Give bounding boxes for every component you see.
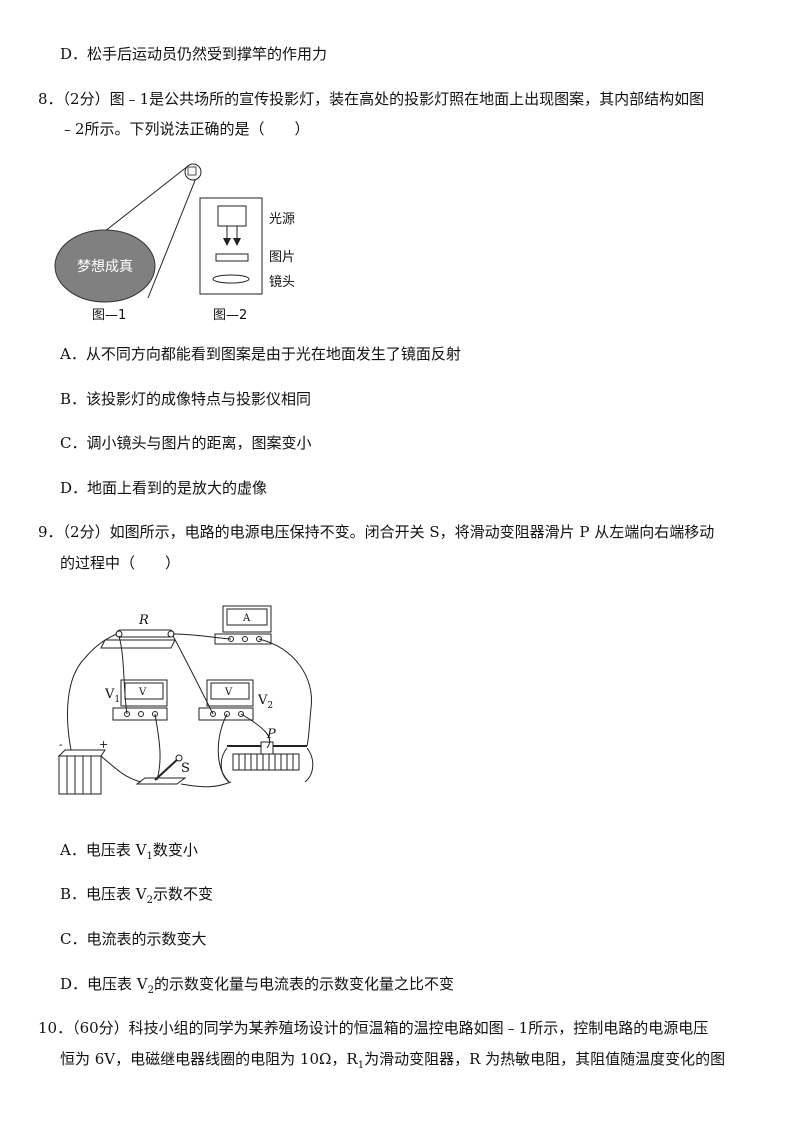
label-picture: 图片: [269, 250, 295, 265]
q8-figure: 梦想成真 光源 图片 镜头 图—1 图—2: [54, 163, 295, 323]
projected-pattern: [54, 229, 156, 303]
q9-option-b[interactable]: B．电压表 V2示数不变: [60, 885, 214, 906]
q10-stem-line2: 恒为 6V，电磁继电器线圈的电阻为 10Ω，R1为滑动变阻器，R 为热敏电阻，其…: [60, 1050, 726, 1071]
rheostat: [232, 753, 300, 771]
q8-option-c[interactable]: C．调小镜头与图片的距离，图案变小: [60, 434, 312, 452]
picture-slide: [215, 253, 249, 262]
q8-option-d[interactable]: D．地面上看到的是放大的虚像: [60, 479, 268, 497]
label-s: S: [181, 761, 190, 776]
caption-fig2: 图—2: [213, 308, 247, 323]
q9-option-a[interactable]: A．电压表 V1数变小: [60, 841, 198, 862]
wire-5: [118, 635, 128, 715]
label-r: R: [138, 613, 149, 628]
q10-stem-line1: 10．（60分）科技小组的同学为某养殖场设计的恒温箱的温控电路如图﹣1所示，控制…: [38, 1019, 709, 1037]
label-lens: 镜头: [269, 275, 295, 290]
wire-2: [172, 633, 232, 640]
wire-8: [154, 713, 161, 781]
q9-option-d[interactable]: D．电压表 V2的示数变化量与电流表的示数变化量之比不变: [60, 975, 455, 996]
lens: [212, 274, 250, 284]
pattern-text: 梦想成真: [77, 259, 133, 275]
switch-s: [135, 777, 187, 785]
q9-stem-line2: 的过程中（ ）: [60, 554, 181, 572]
label-v1-face: V: [138, 687, 147, 698]
battery: [58, 755, 102, 795]
q8-stem-line2: ﹣2所示。下列说法正确的是（ ）: [60, 120, 310, 138]
wire-1: [67, 633, 118, 751]
label-minus: -: [59, 738, 63, 751]
label-light-source: 光源: [269, 212, 295, 227]
wire-3: [258, 638, 313, 747]
q8-option-a[interactable]: A．从不同方向都能看到图案是由于光在地面发生了镜面反射: [60, 345, 461, 363]
label-v2: V2: [257, 693, 273, 711]
label-p: P: [266, 727, 276, 742]
light-source: [217, 205, 247, 227]
q8-stem-line1: 8．（2分）图﹣1是公共场所的宣传投影灯，装在高处的投影灯照在地面上出现图案，其…: [38, 90, 705, 108]
q8-option-b[interactable]: B．该投影灯的成像特点与投影仪相同: [60, 390, 312, 408]
wire-4: [172, 635, 214, 715]
wire-10: [180, 781, 232, 788]
caption-fig1: 图—1: [92, 308, 126, 323]
label-v2-face: V: [224, 687, 233, 698]
wire-6: [240, 713, 271, 749]
q7-option-d: D．松手后运动员仍然受到撑竿的作用力: [60, 45, 328, 63]
wire-7: [217, 713, 230, 783]
resistor-r: [116, 629, 174, 638]
label-ammeter-a: A: [242, 613, 251, 624]
label-plus: +: [99, 738, 108, 751]
label-v1: V1: [104, 687, 120, 705]
wire-9: [100, 755, 142, 783]
q9-stem-line1: 9．（2分）如图所示，电路的电源电压保持不变。闭合开关 S，将滑动变阻器滑片 P…: [38, 523, 715, 541]
q9-circuit-figure: R A V V V1 V2 P S - +: [57, 605, 314, 795]
q9-option-c[interactable]: C．电流表的示数变大: [60, 930, 207, 948]
